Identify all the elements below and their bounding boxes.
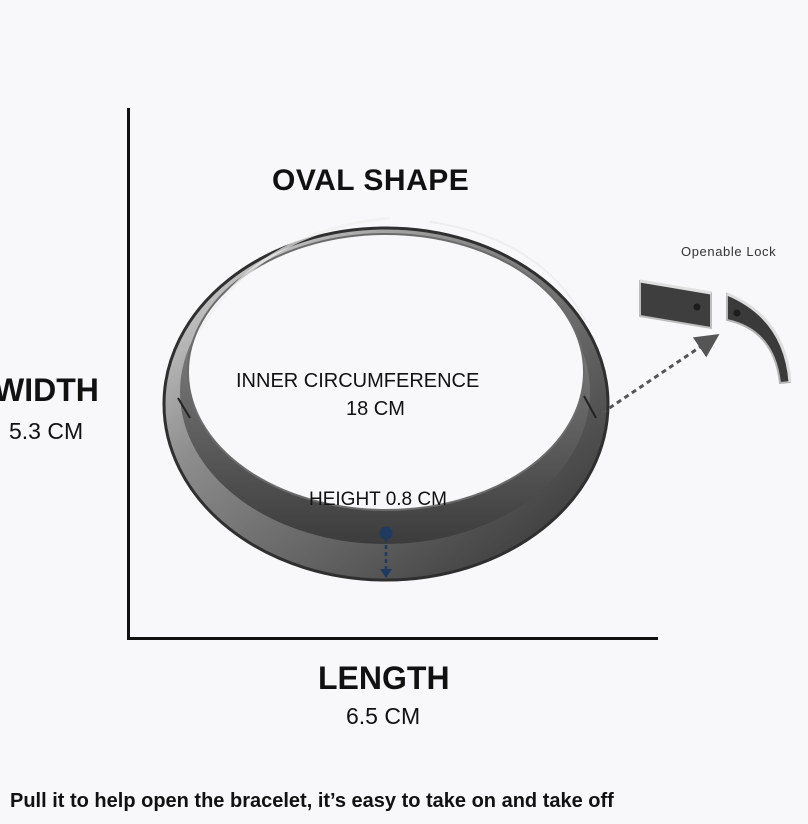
height-label: HEIGHT 0.8 CM [309, 489, 447, 510]
bracelet-illustration [162, 216, 610, 582]
height-marker-icon [379, 526, 393, 578]
inner-circumference-value: 18 CM [346, 398, 405, 420]
width-label: WIDTH [0, 372, 99, 408]
width-value: 5.3 CM [9, 418, 84, 444]
length-value: 6.5 CM [346, 703, 421, 729]
inner-circumference-label: INNER CIRCUMFERENCE [236, 370, 480, 392]
y-axis-line [127, 108, 130, 640]
lock-detail-illustration [639, 279, 792, 385]
lock-label: Openable Lock [681, 244, 777, 259]
diagram-title: OVAL SHAPE [272, 164, 470, 197]
dashed-arrow-icon [601, 333, 720, 415]
length-label: LENGTH [318, 660, 450, 696]
x-axis-line [127, 637, 658, 640]
caption-text: Pull it to help open the bracelet, it’s … [10, 790, 614, 812]
